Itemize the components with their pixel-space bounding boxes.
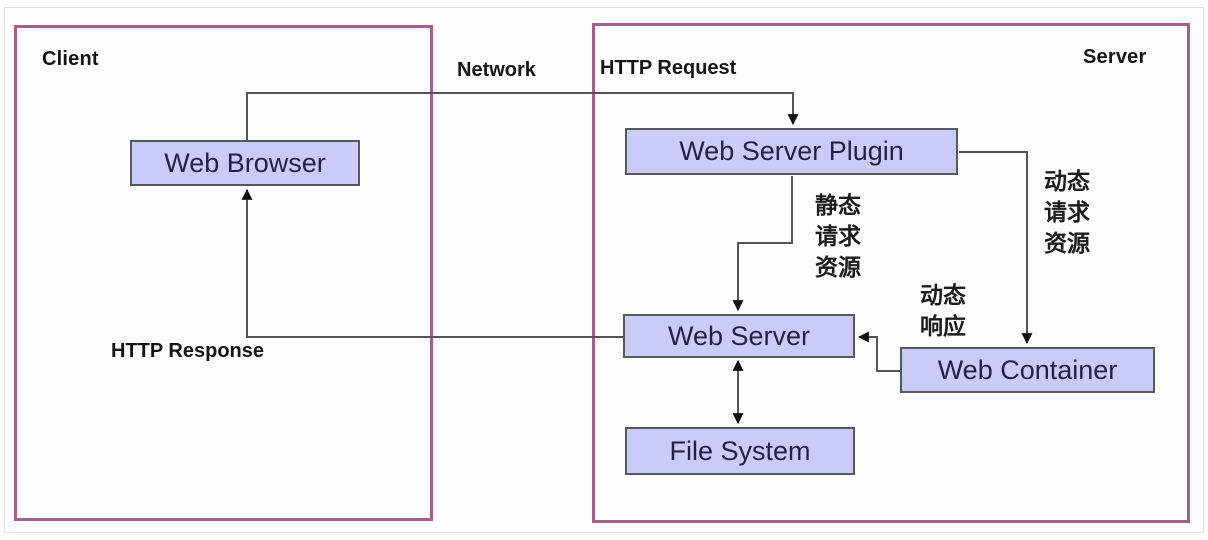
http-request-label: HTTP Request [600,57,737,79]
edge-dynamic-request-line [959,151,1033,345]
web-server-plugin-node: Web Server Plugin [625,128,958,175]
file-system-node: File System [625,427,855,475]
dynamic-request-resource-label: 动态 请求 资源 [1044,168,1090,256]
web-server-node-label: Web Server [667,320,811,351]
dynamic-response-label: 动态 响应 [920,282,966,339]
web-browser-node: Web Browser [130,140,360,186]
file-system-node-label: File System [669,435,811,466]
client-region-label: Client [42,48,99,70]
network-label: Network [457,59,536,81]
edge-http-request-line [246,92,799,140]
http-response-label: HTTP Response [111,340,264,362]
web-container-node: Web Container [900,347,1155,393]
server-region-label: Server [1083,46,1147,68]
server-region-box [592,23,1190,523]
edge-static-request-line [732,176,793,312]
edge-http-response-line [241,188,623,338]
web-browser-node-label: Web Browser [164,147,326,178]
web-server-plugin-node-label: Web Server Plugin [679,136,904,166]
edge-dynamic-response-line [857,331,900,372]
web-container-node-label: Web Container [937,354,1118,385]
client-region-box [14,25,433,521]
web-server-node: Web Server [623,314,855,358]
static-request-resource-label: 静态 请求 资源 [815,192,861,280]
